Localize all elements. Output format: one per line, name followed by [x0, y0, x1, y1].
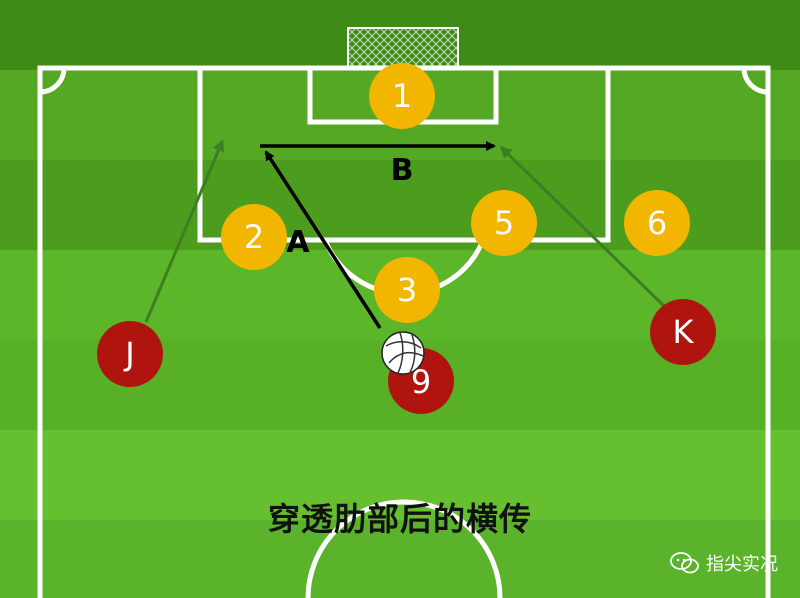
svg-text:2: 2: [244, 218, 264, 256]
svg-text:K: K: [673, 313, 695, 351]
corner-arc-left: [39, 67, 67, 95]
svg-text:9: 9: [411, 363, 431, 401]
diagram-caption: 穿透肋部后的横传: [267, 500, 532, 538]
watermark: 指尖实况: [670, 550, 778, 576]
svg-text:3: 3: [397, 271, 417, 309]
watermark-text: 指尖实况: [706, 554, 778, 575]
corner-arc-right: [741, 67, 769, 95]
pass-arrow-a: [264, 150, 382, 329]
svg-text:1: 1: [392, 77, 412, 115]
player-6: 6: [624, 190, 690, 256]
player-3: 3: [374, 257, 440, 323]
player-1: 1: [369, 63, 435, 129]
goal-net: [347, 27, 459, 69]
wechat-icon: [670, 552, 699, 574]
svg-text:J: J: [123, 335, 134, 373]
svg-text:6: 6: [647, 204, 667, 242]
player-2: 2: [221, 204, 287, 270]
player-5: 5: [471, 190, 537, 256]
svg-text:5: 5: [494, 204, 514, 242]
run-arrow-j: [144, 139, 225, 323]
arrow-label-a: A: [286, 225, 310, 260]
player-j: J: [97, 321, 163, 387]
ball-icon: [381, 331, 425, 375]
player-k: K: [650, 299, 716, 365]
run-arrow-k: [499, 145, 666, 308]
arrow-label-b: B: [391, 153, 414, 188]
center-circle: [305, 499, 503, 598]
